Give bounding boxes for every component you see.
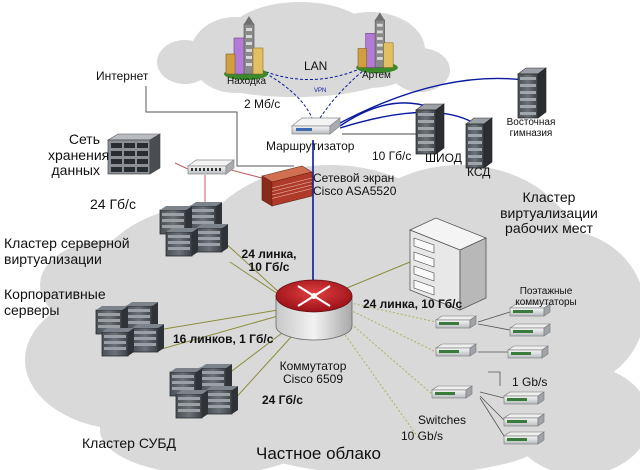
corporate-link-label: 16 линков, 1 Гб/с — [173, 332, 274, 346]
storage-switch-icon — [186, 159, 236, 175]
link-storage-switch — [174, 162, 191, 171]
link-internet-router — [145, 86, 294, 167]
switches-link-label: 24 линка, 10 Гб/с — [363, 297, 463, 311]
building-artem — [356, 12, 398, 74]
link-floor-4 — [479, 391, 505, 399]
corporate-servers-label: Корпоративные серверы — [4, 286, 106, 318]
server-shiod-label: ШИОД — [425, 151, 462, 165]
private-cloud-shape — [25, 165, 640, 470]
lan-label: LAN — [304, 59, 328, 73]
floor-switch-1 — [435, 315, 477, 329]
access-switch-5 — [503, 413, 545, 427]
link-core-switch-4 — [335, 321, 421, 441]
storage-network-label: Сеть хранения данных — [48, 131, 110, 179]
speed-1gb-label: 1 Gb/s — [512, 375, 548, 389]
switches-label: Switches — [418, 413, 467, 427]
internet-cloud-shape — [157, 2, 450, 97]
private-cloud-label: Частное облако — [256, 444, 381, 463]
corporate-servers-icon — [95, 301, 165, 357]
link-core-dbms-2 — [231, 335, 293, 403]
router-icon — [291, 117, 341, 135]
access-switch-6 — [503, 431, 545, 445]
storage-array-icon — [106, 133, 162, 175]
workplace-cluster-icon — [408, 217, 488, 311]
link-storage-firewall — [230, 169, 263, 179]
access-switch-3 — [507, 345, 549, 359]
server-virt-link-label: 24 линка, 10 Гб/с — [241, 247, 297, 275]
link-core-servervirt-1 — [221, 239, 283, 296]
firewall-label: Сетевой экран Cisco ASA5520 — [313, 171, 397, 199]
floor-switch-2 — [435, 343, 477, 357]
router-speed-label: 10 Гб/с — [372, 149, 412, 163]
site-artem-label: Артем — [362, 70, 391, 81]
internet-label: Интернет — [96, 69, 149, 83]
vpn-speed-label: 2 Мб/с — [244, 97, 281, 111]
link-floor-6 — [479, 397, 505, 437]
link-core-workplaces — [341, 261, 411, 291]
router-label: Маршрутизатор — [266, 139, 355, 153]
site-nakhodka-label: Находка — [227, 76, 267, 87]
server-shiod-icon — [415, 103, 445, 155]
floor-switch-3 — [431, 385, 473, 399]
server-virt-cluster-icon — [159, 201, 229, 257]
link-core-corp-1 — [157, 309, 279, 331]
link-core-servervirt-2 — [229, 261, 285, 299]
link-core-switch-2 — [345, 307, 437, 353]
access-switch-2 — [509, 323, 551, 337]
core-switch-label: Коммутатор Cisco 6509 — [279, 359, 347, 387]
server-gymnasium-icon — [517, 67, 547, 119]
dbms-speed-label: 24 Гб/с — [262, 393, 303, 407]
storage-speed-label: 24 Гб/с — [90, 196, 136, 212]
link-router-gymnasium — [337, 77, 525, 125]
server-virtualization-label: Кластер серверной виртуализации — [4, 235, 130, 267]
server-ksd-icon — [465, 117, 493, 169]
brace-1gb — [488, 371, 501, 386]
floor-switches-label: Поэтажные коммутаторы — [515, 286, 577, 309]
link-floor-2 — [477, 323, 511, 331]
link-floor-5 — [479, 395, 505, 421]
server-gymnasium-label: Восточная гимназия — [506, 117, 556, 140]
vpn-label: VPN — [314, 88, 327, 94]
dbms-cluster-label: Кластер СУБД — [82, 435, 177, 451]
link-floor-1 — [477, 311, 511, 323]
firewall-icon — [261, 165, 313, 207]
workplace-virtualization-label: Кластер виртуализации рабочих мест — [500, 189, 598, 237]
dbms-cluster-icon — [169, 363, 239, 419]
access-switch-4 — [503, 391, 545, 405]
link-core-switch-1 — [345, 301, 437, 323]
switches-speed-label: 10 Gb/s — [401, 429, 444, 443]
link-core-corp-2 — [157, 315, 279, 351]
core-switch-icon — [275, 279, 353, 341]
building-nakhodka — [224, 16, 268, 80]
server-ksd-label: КСД — [467, 165, 491, 179]
